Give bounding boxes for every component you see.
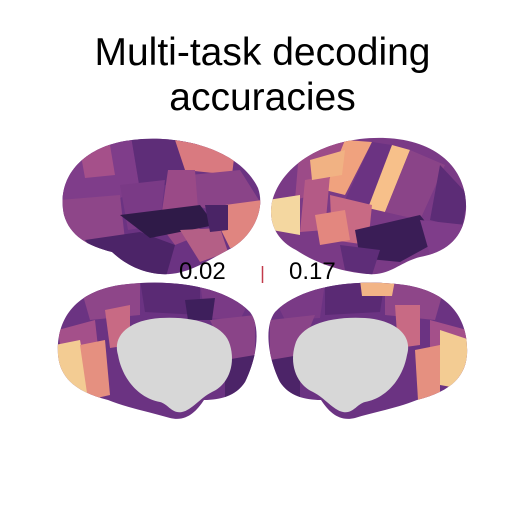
title-line-1: Multi-task decoding [94,31,431,74]
right-medial-wall [293,317,409,413]
colorbar-min-label: 0.02 [179,258,226,285]
left-lateral-hemisphere [62,138,261,275]
figure-title: Multi-task decoding accuracies [0,30,525,120]
title-line-2: accuracies [169,76,356,119]
colorbar-max-label: 0.17 [289,258,336,285]
right-lateral-hemisphere [271,137,467,275]
left-medial-wall [116,317,232,413]
